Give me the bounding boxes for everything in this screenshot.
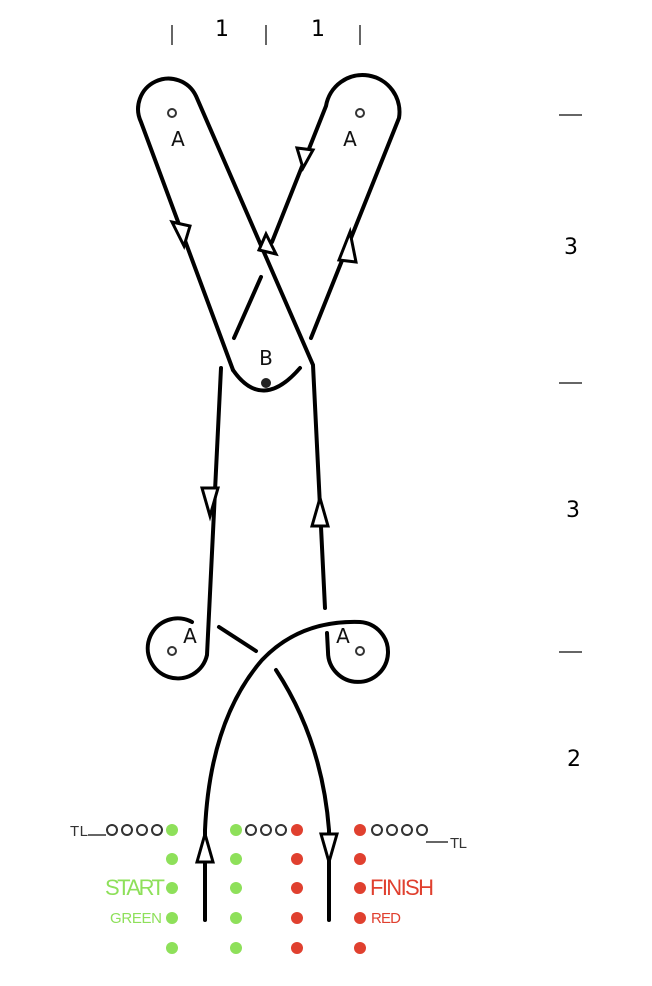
cone-marker bbox=[355, 108, 365, 118]
cone-marker bbox=[371, 824, 383, 836]
dim-label: 3 bbox=[564, 235, 578, 260]
marker-label-a: A bbox=[336, 624, 350, 648]
arrow-up-icon bbox=[336, 226, 358, 264]
cone-marker bbox=[401, 824, 413, 836]
cone-marker bbox=[245, 824, 257, 836]
cone-marker bbox=[275, 824, 287, 836]
cone-marker bbox=[416, 824, 428, 836]
finish-light bbox=[291, 942, 303, 954]
cone-marker bbox=[260, 824, 272, 836]
direction-arrows bbox=[169, 146, 358, 868]
dim-label: 1 bbox=[215, 17, 229, 42]
start-light bbox=[230, 912, 242, 924]
arrow-up-icon bbox=[310, 492, 330, 528]
marker-label-a: A bbox=[171, 127, 185, 151]
timing-light-label: TL bbox=[70, 823, 88, 840]
start-light bbox=[166, 882, 178, 894]
cone-marker bbox=[355, 646, 365, 656]
start-label: START bbox=[105, 875, 165, 900]
start-light bbox=[230, 942, 242, 954]
markers: A A B A A bbox=[167, 108, 365, 656]
timing-light-label: TL bbox=[450, 835, 467, 852]
dim-label: 1 bbox=[311, 17, 325, 42]
track-segment bbox=[145, 366, 223, 681]
cone-marker bbox=[136, 824, 148, 836]
start-light bbox=[166, 942, 178, 954]
track-segment bbox=[232, 275, 263, 340]
arrow-down-icon bbox=[294, 146, 316, 172]
start-light bbox=[230, 882, 242, 894]
track-segment bbox=[217, 625, 258, 653]
track-segment bbox=[274, 668, 331, 922]
finish-light bbox=[354, 853, 366, 865]
top-dimension-scale: 1 1 bbox=[171, 17, 361, 45]
finish-light bbox=[291, 824, 303, 836]
track-segment bbox=[136, 76, 327, 610]
start-light bbox=[230, 824, 242, 836]
cone-marker bbox=[121, 824, 133, 836]
start-sublabel: GREEN bbox=[110, 910, 162, 927]
cone-marker bbox=[386, 824, 398, 836]
marker-label-a: A bbox=[343, 127, 357, 151]
track-path bbox=[136, 73, 402, 922]
finish-light bbox=[291, 912, 303, 924]
cone-marker bbox=[167, 108, 177, 118]
track-segment bbox=[203, 619, 390, 922]
start-light bbox=[230, 853, 242, 865]
finish-light bbox=[354, 882, 366, 894]
finish-label: FINISH bbox=[370, 875, 434, 900]
marker-label-a: A bbox=[183, 624, 197, 648]
arrow-up-icon bbox=[195, 828, 215, 864]
finish-sublabel: RED bbox=[371, 910, 401, 927]
arrow-up-icon bbox=[256, 230, 279, 257]
start-finish-lights bbox=[166, 824, 366, 954]
finish-light bbox=[354, 942, 366, 954]
finish-light bbox=[291, 882, 303, 894]
dim-label: 3 bbox=[566, 498, 580, 523]
finish-light bbox=[291, 853, 303, 865]
finish-light bbox=[354, 824, 366, 836]
track-segment bbox=[270, 73, 402, 340]
dim-label: 2 bbox=[567, 747, 581, 772]
start-light bbox=[166, 853, 178, 865]
start-light bbox=[166, 824, 178, 836]
arrow-down-icon bbox=[200, 486, 220, 522]
cone-marker bbox=[151, 824, 163, 836]
arrow-down-icon bbox=[169, 219, 192, 251]
cone-marker bbox=[106, 824, 118, 836]
arrow-down-icon bbox=[319, 832, 339, 868]
finish-light bbox=[354, 912, 366, 924]
start-finish-area: TL TL START GREEN FINISH RED bbox=[70, 823, 467, 954]
start-light bbox=[166, 912, 178, 924]
track-segment bbox=[231, 366, 302, 393]
cone-marker bbox=[167, 646, 177, 656]
right-dimension-scale: 3 3 2 bbox=[559, 114, 582, 772]
center-marker bbox=[261, 378, 271, 388]
marker-label-b: B bbox=[259, 346, 273, 370]
